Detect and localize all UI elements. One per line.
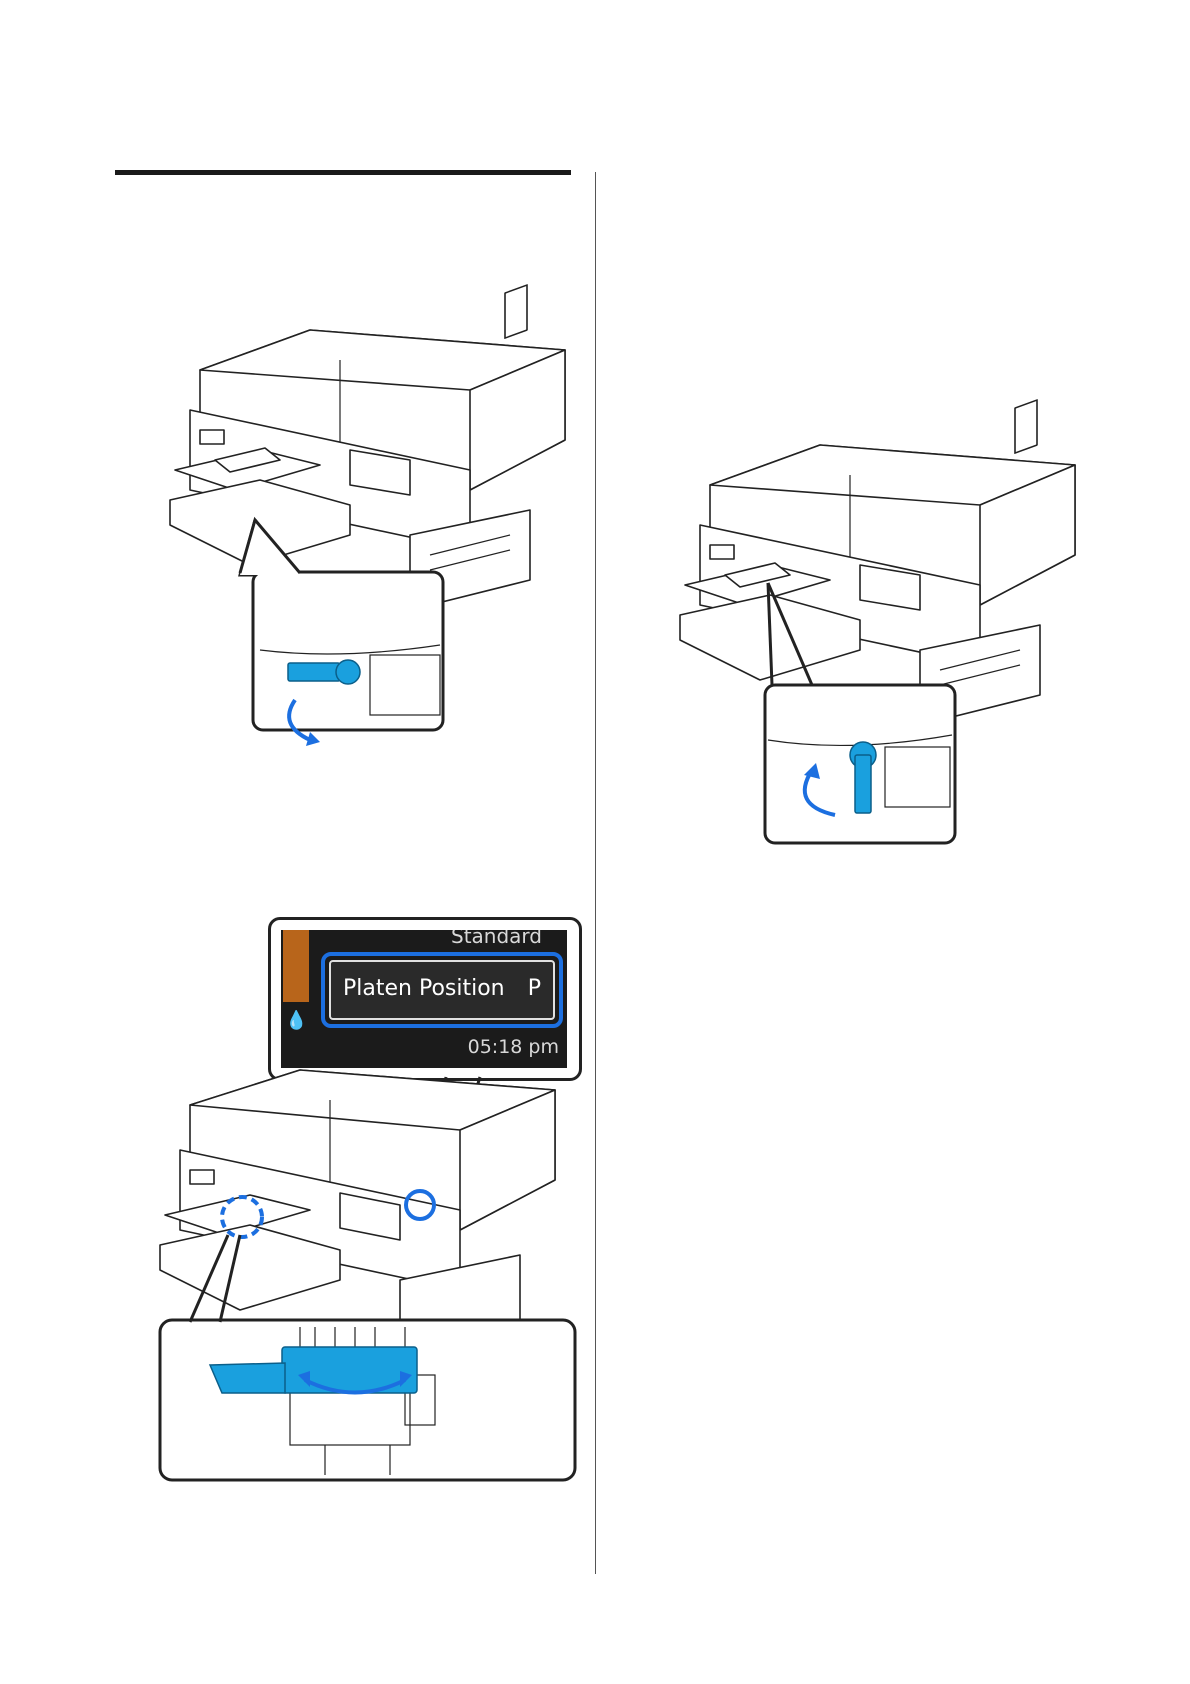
ink-maintenance-icon: 💧 <box>285 1010 311 1032</box>
platen-position-menu-item[interactable]: Platen Position P <box>321 952 563 1028</box>
platen-position-label: Platen Position <box>343 976 505 1001</box>
detail-callout <box>253 572 443 730</box>
column-divider <box>595 172 596 1574</box>
platen-height-lever <box>282 1347 417 1393</box>
figure-lever-release <box>170 320 570 740</box>
section-header-rule <box>115 170 571 175</box>
printer-illustration <box>680 400 1075 725</box>
lock-lever <box>288 663 340 681</box>
control-panel-screen: 💧 Standard Platen Position P 05:18 pm <box>281 930 567 1068</box>
status-label: Standard <box>451 930 542 948</box>
detail-callout <box>160 1320 575 1480</box>
platen-position-value: P <box>528 976 541 1001</box>
platen-lever-handle <box>210 1363 285 1393</box>
figure-lever-lock <box>680 435 1080 855</box>
control-panel-callout: 💧 Standard Platen Position P 05:18 pm <box>268 917 582 1081</box>
printer-illustration <box>160 1070 555 1355</box>
clock: 05:18 pm <box>468 1036 559 1058</box>
figure-platen-position <box>160 1075 580 1505</box>
printer-illustration <box>170 285 565 610</box>
ink-level-bar <box>283 930 309 1002</box>
lock-lever <box>855 755 871 813</box>
